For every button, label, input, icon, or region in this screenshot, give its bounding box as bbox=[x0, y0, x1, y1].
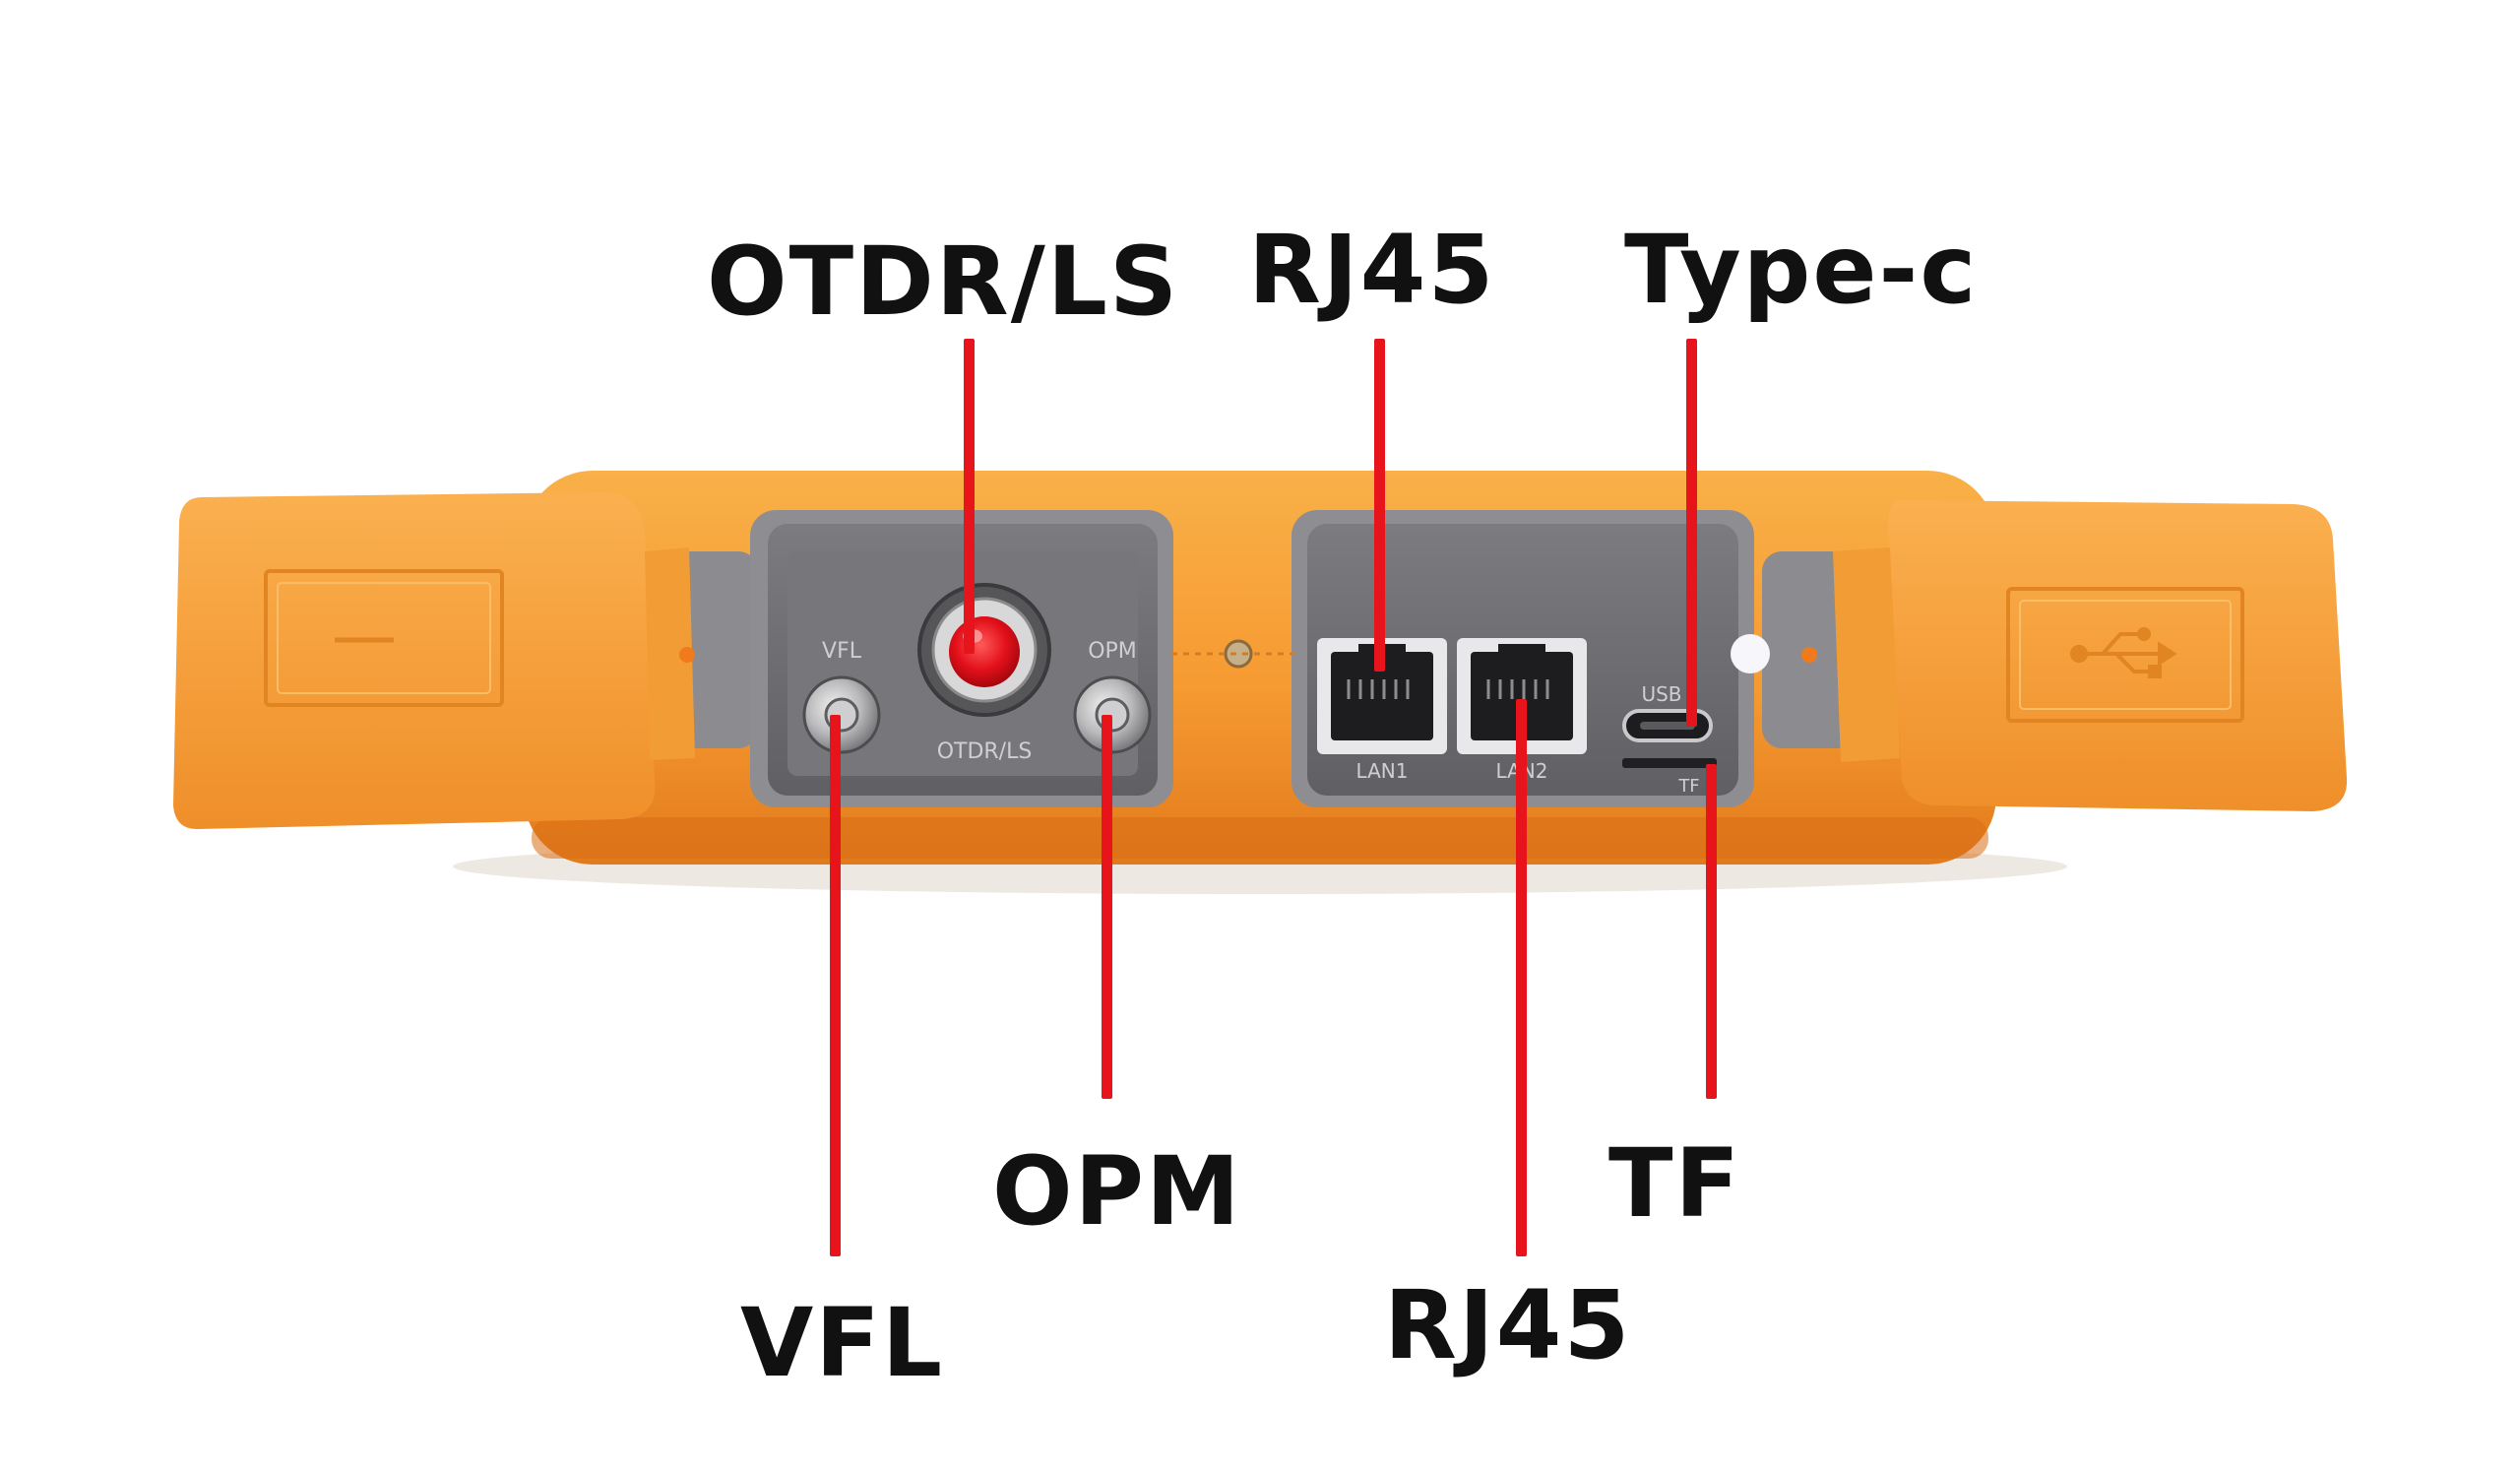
usb-icon bbox=[2070, 627, 2177, 678]
leader-line-rj45-bottom bbox=[1516, 699, 1527, 1256]
panel-label-vfl: VFL bbox=[822, 639, 862, 664]
panel-label-usb: USB bbox=[1641, 682, 1681, 706]
leader-line-rj45-top bbox=[1374, 339, 1385, 672]
label-type-c: Type-c bbox=[1624, 215, 1979, 325]
label-vfl: VFL bbox=[740, 1288, 945, 1398]
leader-line-opm bbox=[1102, 715, 1112, 1099]
panel-label-lan1: LAN1 bbox=[1356, 759, 1409, 783]
right-protective-cap bbox=[1801, 500, 2348, 811]
label-tf: TF bbox=[1608, 1128, 1742, 1239]
panel-label-tf: TF bbox=[1677, 776, 1699, 797]
label-otdr-ls: OTDR/LS bbox=[707, 226, 1180, 337]
label-rj45-top: RJ45 bbox=[1248, 215, 1496, 325]
left-protective-cap bbox=[173, 492, 695, 829]
label-opm: OPM bbox=[992, 1136, 1242, 1247]
panel-label-otdr-ls: OTDR/LS bbox=[937, 739, 1033, 764]
indicator-led bbox=[1224, 639, 1253, 669]
leader-line-tf bbox=[1706, 764, 1717, 1099]
label-rj45-bottom: RJ45 bbox=[1384, 1270, 1632, 1380]
leader-line-vfl bbox=[830, 715, 841, 1256]
rj45-lan2-port bbox=[1457, 638, 1587, 754]
leader-line-type-c bbox=[1686, 339, 1697, 727]
tf-card-slot bbox=[1622, 758, 1717, 768]
status-light bbox=[1731, 634, 1770, 673]
panel-label-opm: OPM bbox=[1088, 639, 1137, 664]
leader-line-otdr-ls bbox=[964, 339, 975, 654]
